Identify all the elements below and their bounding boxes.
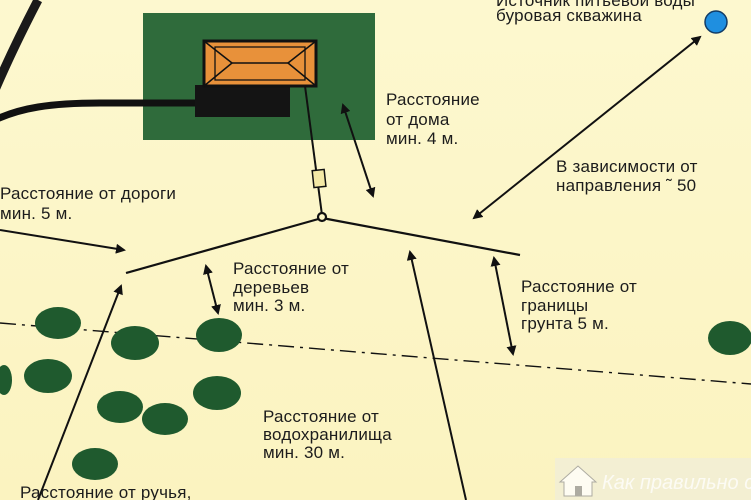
slope-line1: В зависимости от (556, 157, 698, 176)
slope-line2: направления ˜ 50 (556, 176, 697, 195)
distance-arrows (0, 35, 702, 500)
arrow-house (340, 103, 376, 198)
reservoir-distance-line2: водохранилища (263, 425, 392, 444)
stream-distance-line1: Расстояние от ручья, (20, 483, 192, 500)
soil-distance-line1: Расстояние от (521, 277, 638, 296)
house-roof (202, 39, 318, 88)
sewer-pipe (0, 99, 200, 122)
well-title-line1: Источник питьевой воды (496, 0, 696, 10)
trees-distance-line2: деревьев (233, 278, 310, 297)
house-distance-line1: Расстояние (386, 90, 480, 109)
drain-field (125, 211, 521, 275)
house-distance-line3: мин. 4 м. (386, 129, 459, 148)
well-marker (704, 10, 728, 34)
arrow-soil (490, 256, 517, 356)
watermark-logo (555, 458, 751, 500)
soil-boundary-line (0, 322, 751, 385)
arrow-well (472, 35, 702, 220)
well-title-line2: буровая скважина (496, 6, 642, 25)
soil-distance-line3: грунта 5 м. (521, 314, 609, 333)
arrow-trees (203, 264, 221, 315)
pipe-valve (311, 168, 327, 189)
drain-pipe (304, 85, 323, 216)
road-distance-line1: Расстояние от дороги (0, 184, 177, 203)
soil-distance-line2: границы (521, 296, 589, 315)
trees-distance-line1: Расстояние от (233, 259, 350, 278)
septic-tank (195, 85, 290, 117)
watermark-text: Как правильно сделать (602, 472, 751, 494)
road-curve (0, 0, 42, 90)
reservoir-distance-line3: мин. 30 м. (263, 443, 346, 462)
trees-distance-line3: мин. 3 м. (233, 296, 306, 315)
trees (0, 307, 751, 480)
reservoir-distance-line1: Расстояние от (263, 407, 380, 426)
road-distance-line2: мин. 5 м. (0, 204, 73, 223)
arrow-road (0, 229, 126, 254)
arrow-reservoir (406, 250, 467, 500)
house-distance-line2: от дома (386, 110, 450, 129)
arrow-stream (37, 284, 123, 500)
